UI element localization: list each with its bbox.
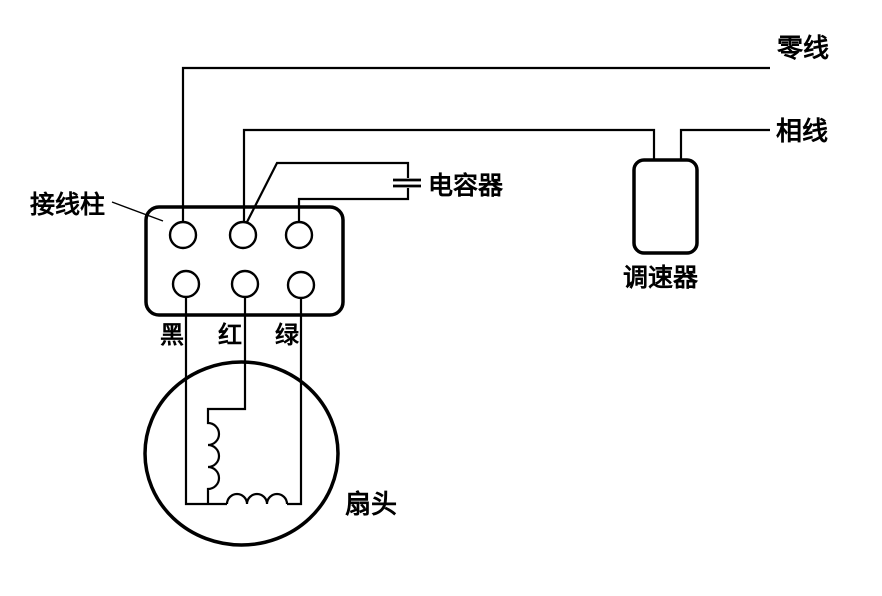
terminal-top-2 bbox=[228, 220, 258, 250]
capacitor-top-wire bbox=[246, 161, 410, 223]
black-wire-line bbox=[184, 297, 227, 506]
neutral-wire-line bbox=[181, 66, 770, 223]
green-wire-label: 绿 bbox=[275, 321, 300, 349]
fan-head-circle bbox=[143, 360, 340, 547]
speed-controller-label: 调速器 bbox=[623, 263, 699, 292]
phase-wire-label: 相线 bbox=[776, 117, 828, 147]
terminal-top-1 bbox=[168, 220, 198, 250]
red-wire-and-starting-coil bbox=[206, 297, 247, 504]
neutral-wire-label: 零线 bbox=[777, 34, 829, 64]
phase-wire-from-controller bbox=[679, 128, 770, 160]
terminal-bottom-1 bbox=[171, 269, 201, 299]
main-winding-coil bbox=[225, 492, 289, 505]
green-wire-line bbox=[287, 298, 303, 506]
terminal-bottom-2 bbox=[230, 269, 260, 299]
black-wire-label: 黑 bbox=[160, 321, 184, 349]
terminal-bottom-3 bbox=[286, 270, 316, 300]
red-wire-label: 红 bbox=[218, 321, 242, 349]
speed-controller-body bbox=[632, 158, 699, 255]
phase-wire-to-controller bbox=[242, 128, 656, 222]
capacitor-bottom-wire bbox=[297, 188, 410, 223]
terminal-block-pointer-line bbox=[111, 201, 164, 222]
capacitor-label: 电容器 bbox=[428, 171, 504, 200]
terminal-block-label: 接线柱 bbox=[30, 190, 105, 219]
fan-head-label: 扇头 bbox=[345, 489, 397, 520]
terminal-top-3 bbox=[284, 220, 314, 250]
